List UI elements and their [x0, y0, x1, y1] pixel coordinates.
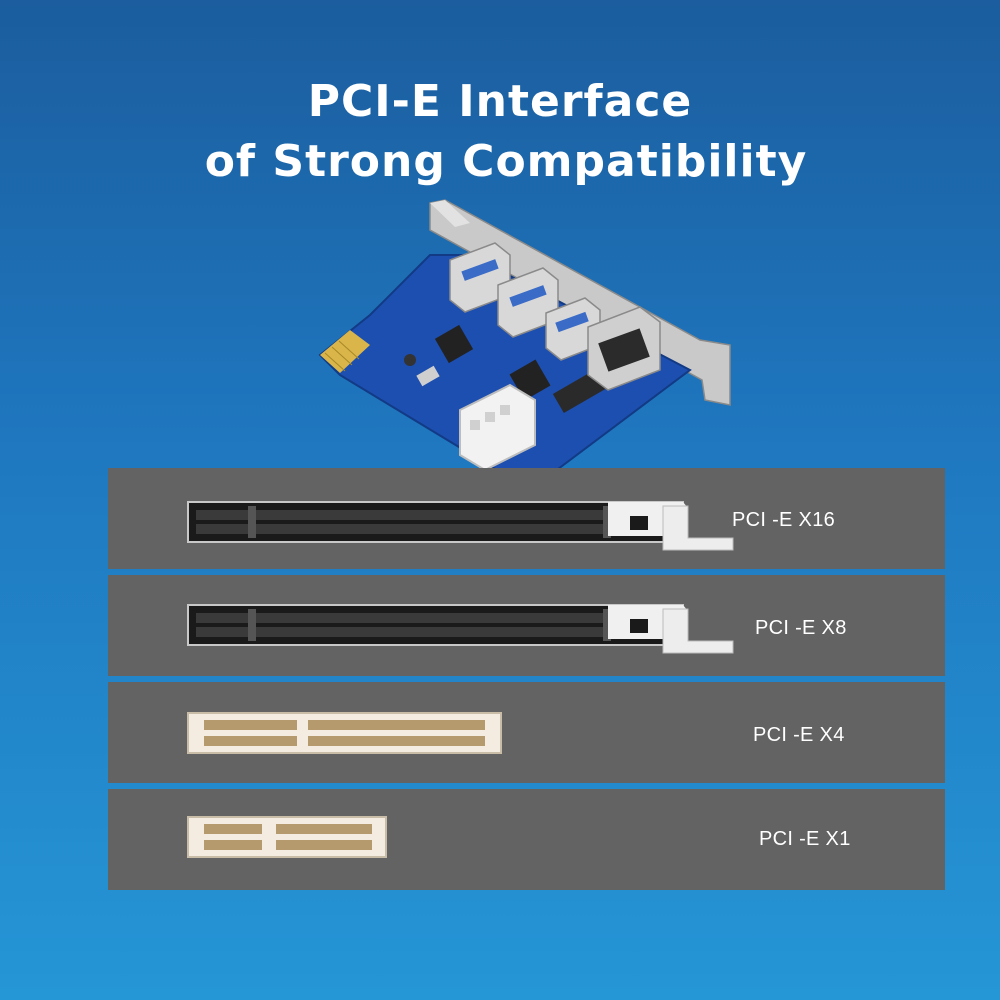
pcie-x16-slot-image — [187, 501, 734, 551]
slot-row-x8: PCI -E X8 — [108, 575, 945, 676]
pcie-x1-slot-image — [187, 816, 387, 858]
slot-row-x4: PCI -E X4 — [108, 682, 945, 783]
slot-row-x1: PCI -E X1 — [108, 789, 945, 890]
expansion-card-illustration — [318, 199, 731, 492]
pcie-x8-slot-image — [187, 604, 734, 654]
slot-label-x16: PCI -E X16 — [732, 509, 836, 531]
usb-expansion-card-image — [310, 195, 740, 495]
slot-label-x1: PCI -E X1 — [759, 828, 851, 850]
slot-label-x8: PCI -E X8 — [755, 617, 847, 639]
slot-row-x16: PCI -E X16 — [108, 468, 945, 569]
pcie-x4-slot-image — [187, 712, 502, 754]
headline-line-2: of Strong Compatibility — [204, 136, 808, 187]
headline-line-1: PCI-E Interface — [307, 76, 693, 127]
headline: PCI-E Interface of Strong Compatibility — [0, 72, 1000, 192]
slot-label-x4: PCI -E X4 — [753, 724, 845, 746]
